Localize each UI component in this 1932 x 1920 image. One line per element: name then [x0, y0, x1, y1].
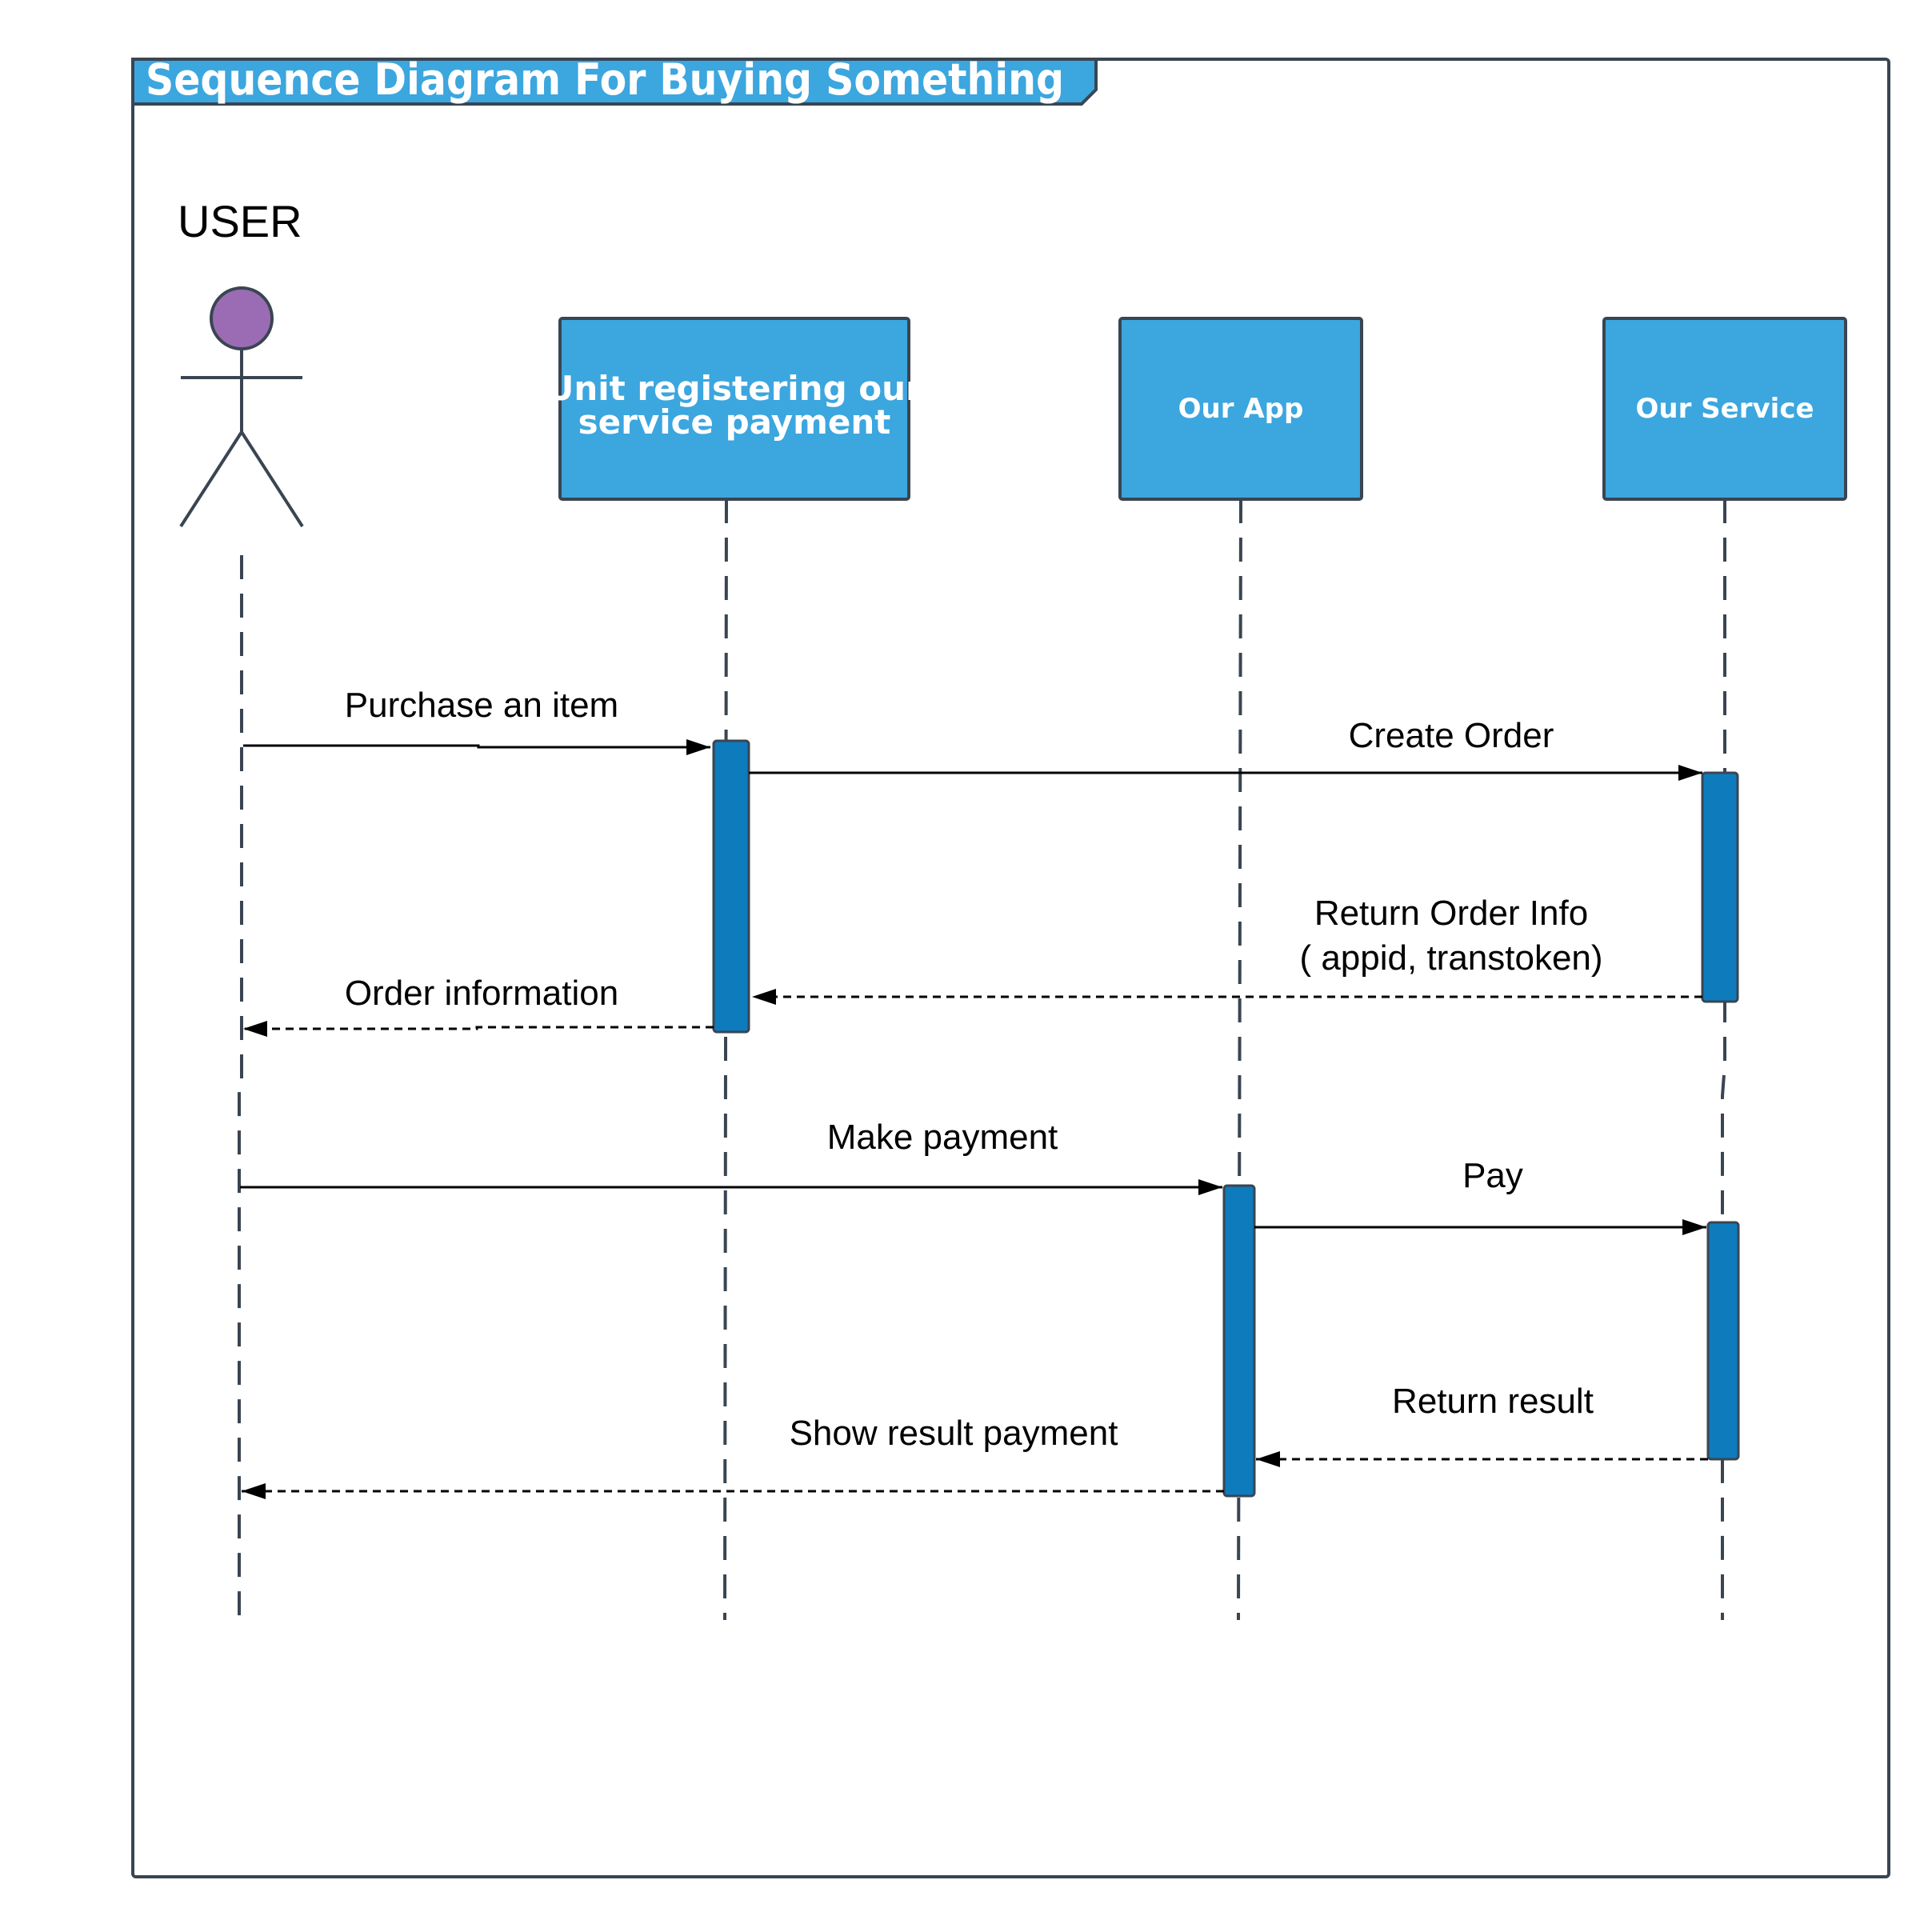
activation-our-app [1222, 1184, 1256, 1498]
participant-our-app: Our App [1118, 317, 1363, 501]
participant-our-service: Our Service [1602, 317, 1847, 501]
message-arrow-purchase [243, 739, 710, 755]
lifeline-unit-registering [723, 498, 728, 1621]
user-actor-icon [179, 286, 304, 528]
participant-unit-registering-line2: service payment [578, 402, 891, 442]
actor-name: USER [178, 196, 302, 246]
participant-our-app-label: Our App [1178, 393, 1304, 425]
message-label-return-order-line2: ( appid, transtoken) [1299, 938, 1602, 978]
message-label-show-result: Show result payment [790, 1414, 1118, 1453]
activation-unit-registering [712, 739, 750, 1034]
participant-unit-registering: Unit registering our service payment [546, 317, 922, 501]
message-label-create-order: Create Order [1349, 716, 1554, 755]
message-arrow-order-information [243, 1021, 714, 1037]
message-label-order-information: Order information [345, 974, 618, 1013]
message-label-return-order-line1: Return Order Info [1314, 894, 1588, 933]
frame-title: Sequence Diagram For Buying Something [146, 54, 1064, 105]
participant-unit-registering-line1: Unit registering our [546, 369, 922, 408]
message-label-pay: Pay [1462, 1156, 1523, 1195]
activation-our-service-2 [1706, 1221, 1740, 1461]
activation-our-service-1 [1701, 771, 1739, 1003]
message-label-make-payment: Make payment [827, 1118, 1058, 1157]
participant-our-service-label: Our Service [1635, 393, 1814, 425]
message-label-return-result: Return result [1392, 1382, 1594, 1421]
frame-title-tab [131, 58, 1098, 106]
message-label-purchase: Purchase an item [345, 686, 618, 725]
